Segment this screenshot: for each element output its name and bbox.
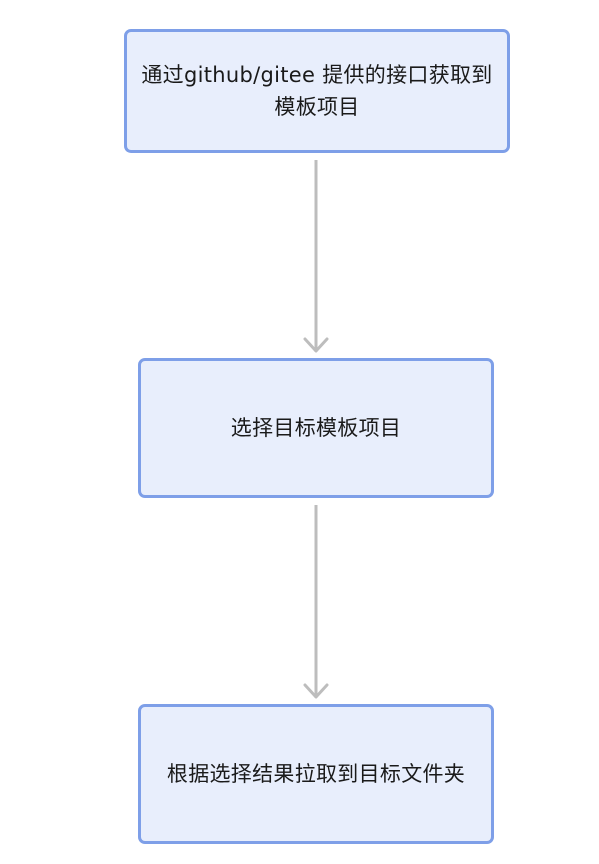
edge-select-to-pull <box>303 505 329 699</box>
arrowhead-icon <box>303 337 329 353</box>
flow-node-fetch-templates: 通过github/gitee 提供的接口获取到模板项目 <box>124 29 510 153</box>
node-label: 通过github/gitee 提供的接口获取到模板项目 <box>141 63 493 119</box>
arrowhead-icon <box>303 683 329 699</box>
node-label: 根据选择结果拉取到目标文件夹 <box>166 762 466 786</box>
node-label: 选择目标模板项目 <box>230 416 402 440</box>
flow-node-pull-to-folder: 根据选择结果拉取到目标文件夹 <box>138 704 494 844</box>
flow-node-select-template: 选择目标模板项目 <box>138 358 494 498</box>
edge-fetch-to-select <box>303 160 329 353</box>
